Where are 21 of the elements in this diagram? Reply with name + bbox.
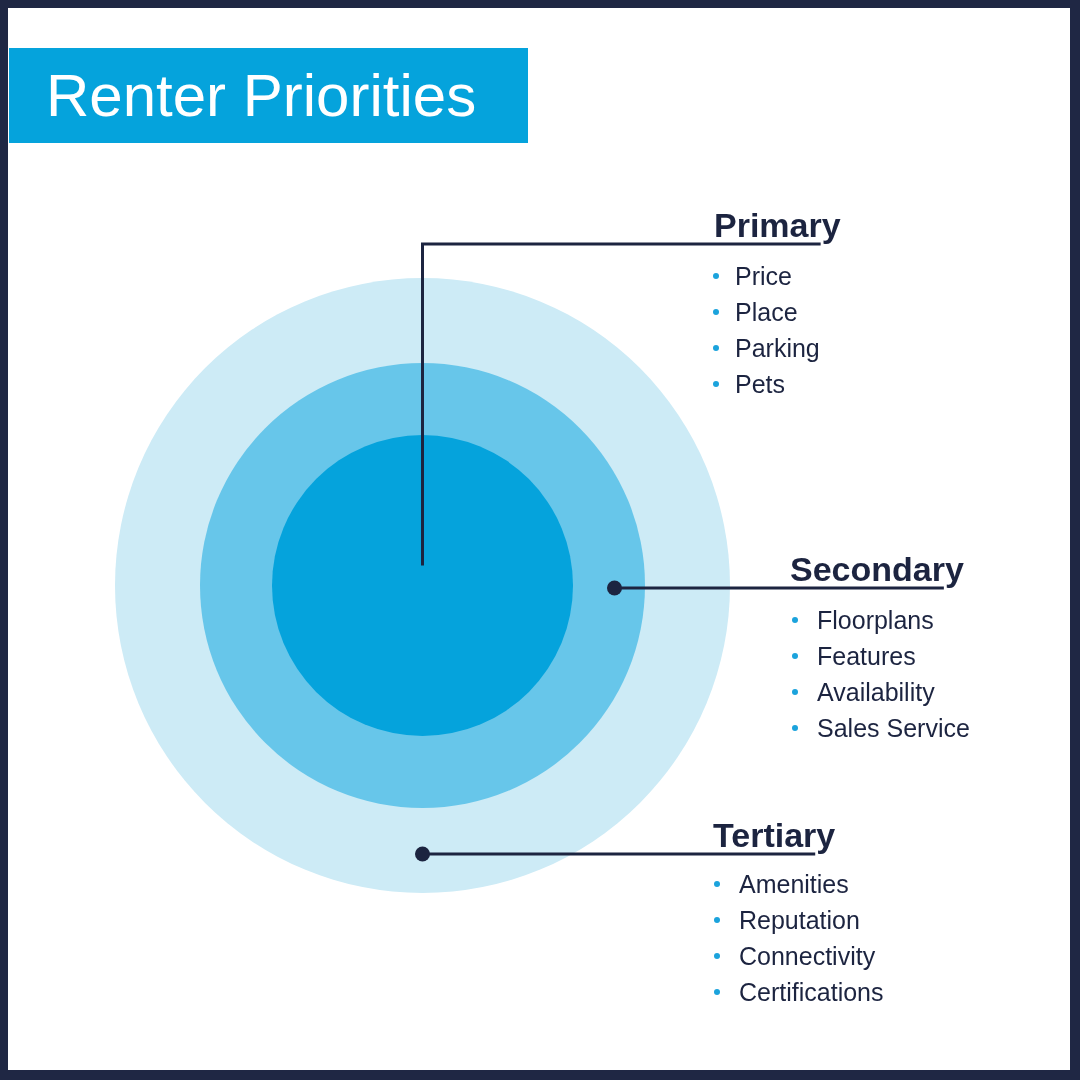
list-item: Floorplans (817, 605, 934, 636)
category-heading: Secondary (790, 552, 964, 586)
list-item: Availability (817, 677, 935, 708)
list-item: Amenities (739, 869, 849, 900)
list-item: Place (735, 297, 798, 328)
list-item: Parking (735, 333, 820, 364)
title-banner: Renter Priorities (9, 48, 528, 143)
category-heading: Primary (714, 208, 841, 242)
list-item: Reputation (739, 905, 860, 936)
category-heading: Tertiary (713, 818, 836, 852)
leader-line (415, 846, 816, 862)
list-item: Sales Service (817, 713, 970, 744)
list-item: Pets (735, 369, 786, 400)
list-item: Certifications (739, 977, 884, 1008)
leader-line (421, 242, 821, 566)
list-item: Price (735, 261, 792, 292)
inner-circle (272, 435, 573, 736)
leader-line (607, 580, 944, 596)
list-item: Connectivity (739, 941, 876, 972)
middle-ring (200, 363, 645, 808)
list-item: Features (817, 641, 916, 672)
